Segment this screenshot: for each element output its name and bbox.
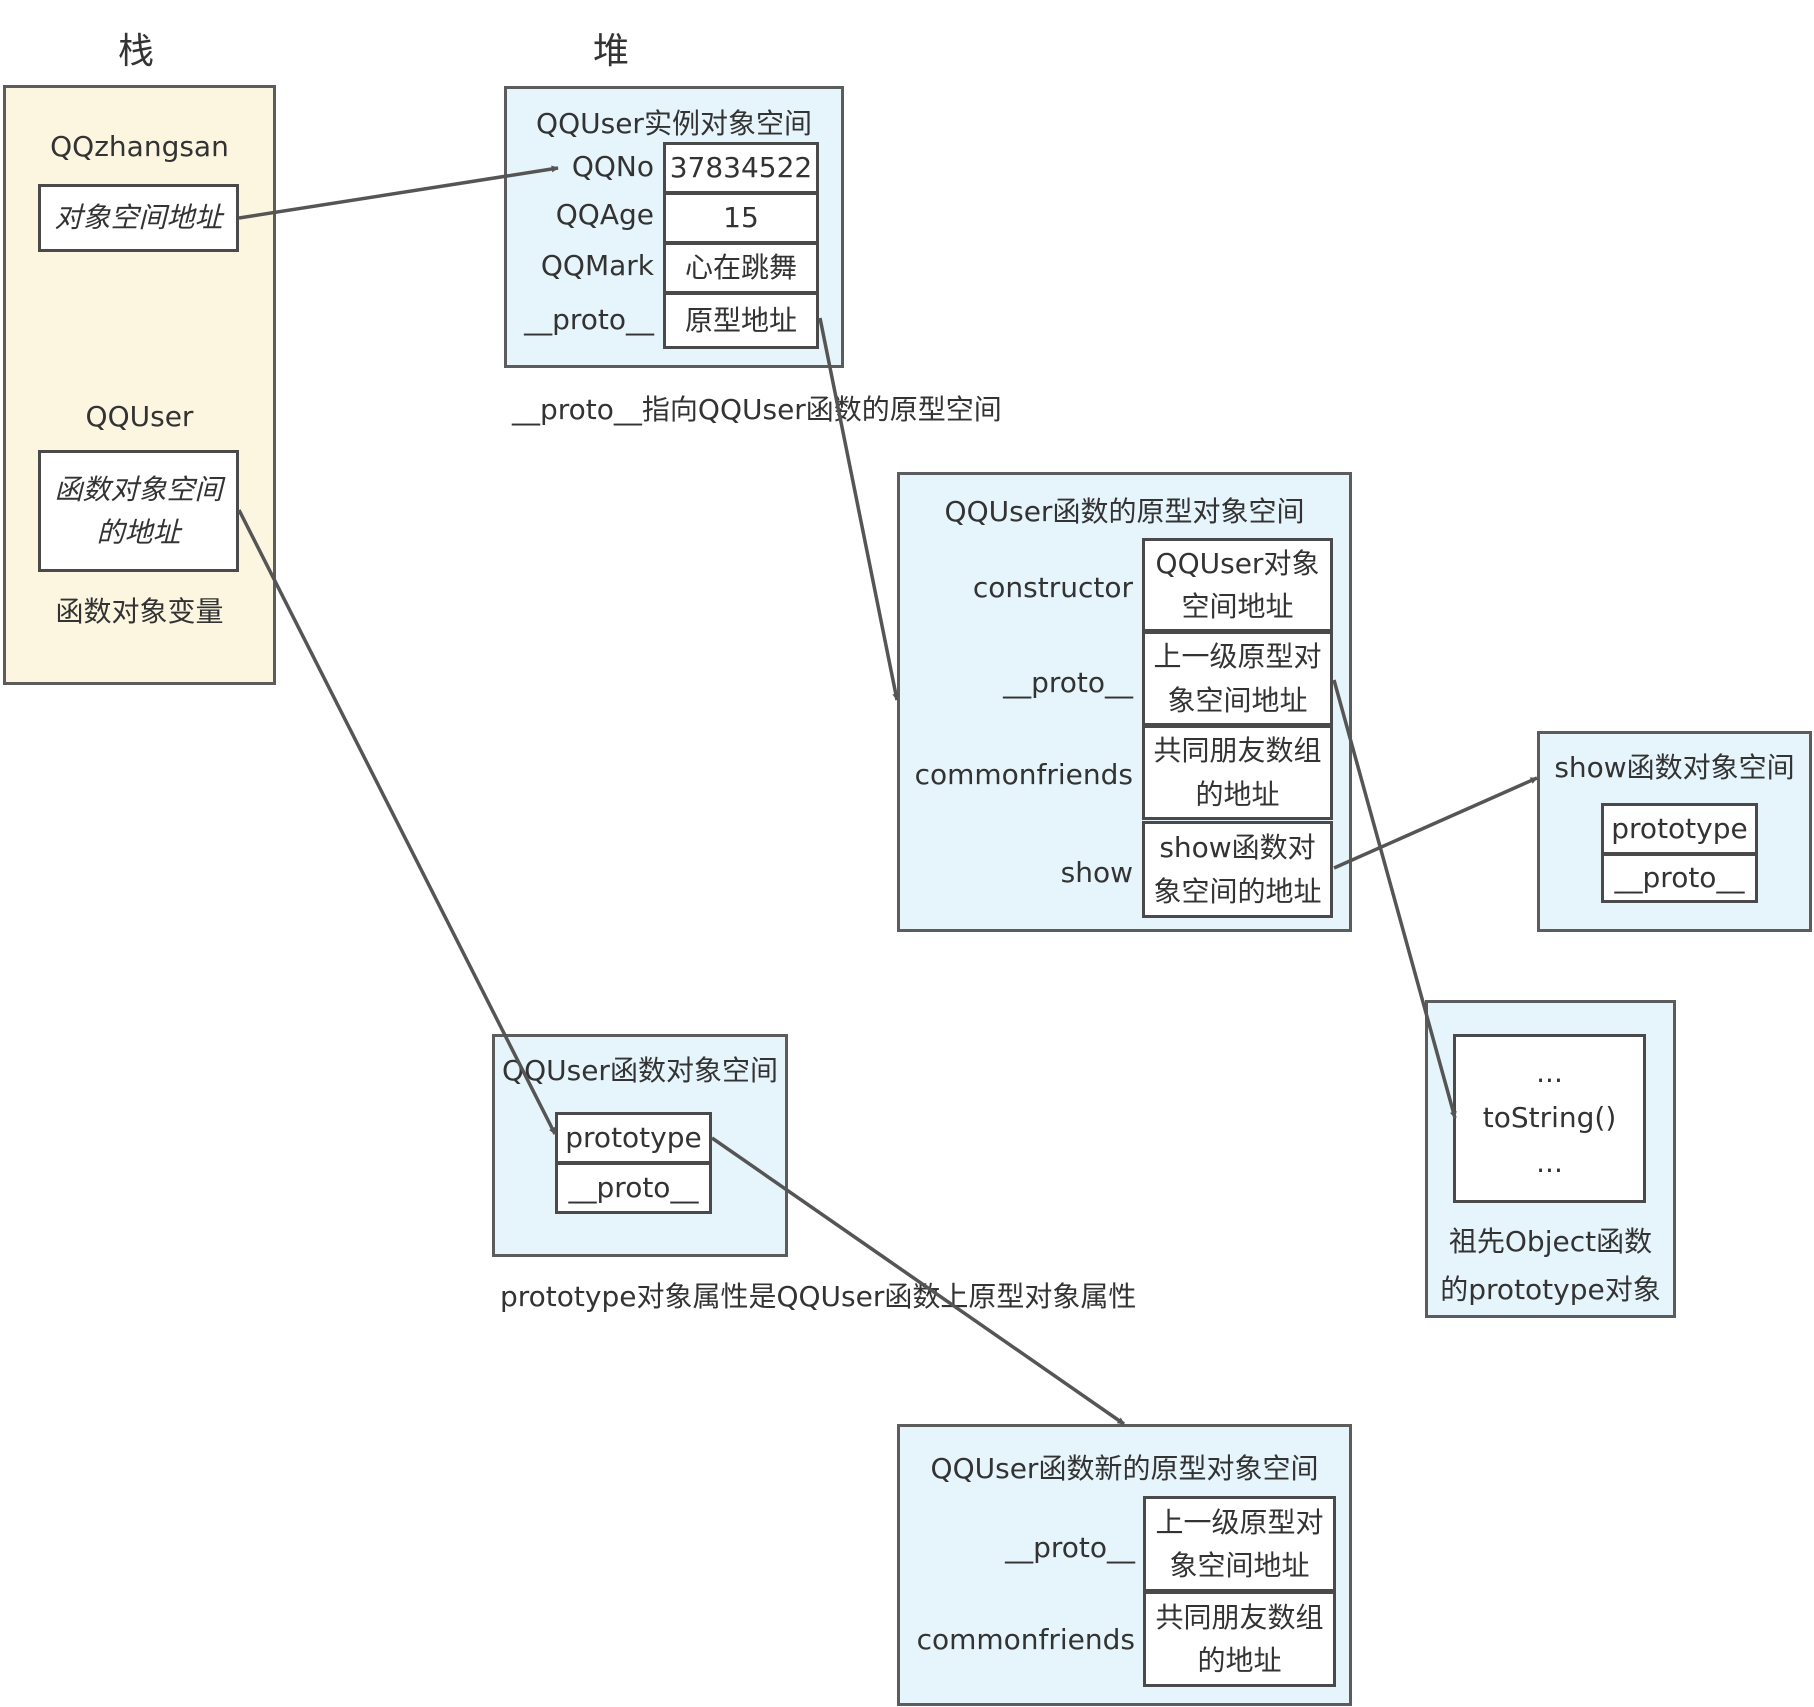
- prototype-value-show: show函数对 象空间的地址: [1142, 821, 1333, 918]
- function-object-title: QQUser函数对象空间: [502, 1054, 778, 1087]
- function-object-prototype: prototype: [555, 1112, 712, 1164]
- new-prototype-value-commonfriends: 共同朋友数组 的地址: [1143, 1591, 1336, 1687]
- new-prototype-value-proto: 上一级原型对 象空间地址: [1143, 1496, 1336, 1592]
- prototype-label-proto: __proto__: [1003, 666, 1133, 699]
- prototype-value-commonfriends-line2: 的地址: [1195, 777, 1280, 811]
- prototype-value-proto-line2: 象空间地址: [1167, 683, 1308, 717]
- new-prototype-value-commonfriends-line1: 共同朋友数组: [1155, 1600, 1324, 1634]
- function-object-proto: __proto__: [555, 1162, 712, 1214]
- object-prototype-caption1: 祖先Object函数: [1448, 1225, 1653, 1258]
- prototype-value-constructor-line1: QQUser对象: [1155, 546, 1320, 580]
- object-prototype-members: ... toString() ...: [1453, 1034, 1646, 1203]
- instance-value-qqmark: 心在跳舞: [663, 242, 819, 294]
- heap-heading: 堆: [593, 31, 630, 72]
- arrow-show-to-show-function: [1333, 776, 1538, 870]
- var-qqzhangsan-name: QQzhangsan: [50, 130, 229, 163]
- var-qquser-caption: 函数对象变量: [55, 595, 224, 628]
- function-object-note: prototype对象属性是QQUser函数上原型对象属性: [500, 1280, 1137, 1313]
- prototype-value-commonfriends: 共同朋友数组 的地址: [1142, 725, 1333, 820]
- object-prototype-ellipsis-bottom: ...: [1536, 1145, 1563, 1179]
- show-function-title: show函数对象空间: [1554, 751, 1795, 784]
- object-prototype-tostring: toString(): [1482, 1101, 1617, 1135]
- prototype-label-show: show: [1060, 856, 1133, 889]
- prototype-value-constructor: QQUser对象 空间地址: [1142, 538, 1333, 632]
- prototype-label-constructor: constructor: [972, 571, 1133, 604]
- prototype-title: QQUser函数的原型对象空间: [944, 495, 1305, 528]
- instance-label-qqage: QQAge: [555, 198, 654, 231]
- var-qqzhangsan-value: 对象空间地址: [38, 184, 239, 252]
- prototype-value-proto: 上一级原型对 象空间地址: [1142, 631, 1333, 726]
- prototype-value-commonfriends-line1: 共同朋友数组: [1153, 734, 1322, 768]
- var-qquser-value: 函数对象空间 的地址: [38, 450, 239, 572]
- prototype-label-commonfriends: commonfriends: [914, 758, 1133, 791]
- new-prototype-value-commonfriends-line2: 的地址: [1197, 1644, 1282, 1677]
- show-function-prototype: prototype: [1601, 803, 1758, 855]
- prototype-value-show-line1: show函数对: [1159, 831, 1316, 865]
- prototype-value-show-line2: 象空间的地址: [1153, 874, 1322, 908]
- instance-title: QQUser实例对象空间: [536, 107, 812, 140]
- var-qquser-value-line1: 函数对象空间: [54, 472, 223, 506]
- instance-label-proto: __proto__: [524, 303, 654, 336]
- new-prototype-value-proto-line2: 象空间地址: [1169, 1549, 1310, 1582]
- instance-label-qqmark: QQMark: [540, 249, 654, 282]
- instance-value-qqage: 15: [663, 192, 819, 244]
- var-qquser-name: QQUser: [85, 400, 194, 433]
- object-prototype-caption2: 的prototype对象: [1440, 1273, 1661, 1306]
- instance-value-proto: 原型地址: [663, 292, 819, 349]
- new-prototype-title: QQUser函数新的原型对象空间: [930, 1452, 1319, 1485]
- stack-heading: 栈: [118, 31, 155, 72]
- arrow-instance-proto-to-prototype: [818, 317, 900, 701]
- instance-value-qqno: 37834522: [663, 142, 819, 194]
- var-qquser-value-line2: 的地址: [96, 516, 181, 549]
- new-prototype-label-proto: __proto__: [1005, 1531, 1135, 1564]
- new-prototype-value-proto-line1: 上一级原型对: [1155, 1505, 1324, 1539]
- object-prototype-ellipsis-top: ...: [1536, 1056, 1563, 1090]
- instance-note: __proto__指向QQUser函数的原型空间: [512, 393, 1002, 426]
- new-prototype-label-commonfriends: commonfriends: [916, 1623, 1135, 1656]
- prototype-value-proto-line1: 上一级原型对: [1153, 640, 1322, 674]
- show-function-proto: __proto__: [1601, 853, 1758, 903]
- prototype-value-constructor-line2: 空间地址: [1181, 590, 1294, 623]
- instance-label-qqno: QQNo: [571, 150, 654, 183]
